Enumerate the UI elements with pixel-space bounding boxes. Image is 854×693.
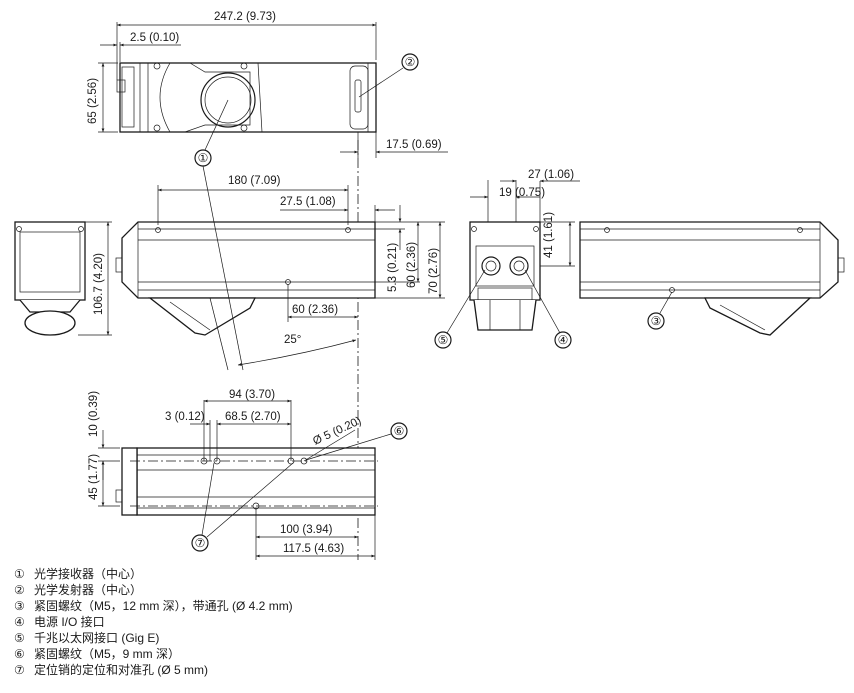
legend-text: 光学接收器（中心） <box>34 567 143 581</box>
legend-number: ④ <box>14 615 25 629</box>
legend-text: 千兆以太网接口 (Gig E) <box>34 631 160 645</box>
bottom-view: 94 (3.70) 3 (0.12) 68.5 (2.70) Ø 5 (0.20… <box>88 389 408 560</box>
side-view: 180 (7.09) 27.5 (1.08) 5.3 (0.21) 60 (2.… <box>115 165 445 371</box>
legend-item: ⑦ 定位销的定位和对准孔 (Ø 5 mm) <box>14 662 293 678</box>
legend-number: ② <box>14 583 25 597</box>
legend-item: ③ 紧固螺纹（M5，12 mm 深），带通孔 (Ø 4.2 mm) <box>14 598 293 614</box>
dim-left-offset: 2.5 (0.10) <box>130 32 179 44</box>
dim-bottom-117-5: 117.5 (4.63) <box>283 543 344 555</box>
dim-bottom-68-5: 68.5 (2.70) <box>225 411 281 423</box>
dim-emitter-position: 27.5 (1.08) <box>280 196 336 208</box>
dim-bottom-60: 60 (2.36) <box>292 304 338 316</box>
dim-top-height: 65 (2.56) <box>87 78 99 124</box>
side-view-right: ③ <box>579 221 845 336</box>
dim-bottom-10: 10 (0.39) <box>88 391 100 437</box>
dim-bottom-94: 94 (3.70) <box>229 389 275 401</box>
callout-3: ③ <box>651 314 662 328</box>
callout-7: ⑦ <box>195 536 206 550</box>
legend-number: ⑤ <box>14 631 25 645</box>
dim-angle: 25° <box>284 334 301 346</box>
callout-5: ⑤ <box>438 333 449 347</box>
dim-conn-27: 27 (1.06) <box>528 169 574 181</box>
dim-side-5-3: 5.3 (0.21) <box>387 243 399 292</box>
top-view: 247.2 (9.73) 2.5 (0.10) 65 (2.56) 17.5 (… <box>87 11 448 167</box>
dim-side-70: 70 (2.76) <box>428 248 440 294</box>
legend-number: ③ <box>14 599 25 613</box>
dim-conn-41: 41 (1.61) <box>543 212 555 258</box>
gige-connector <box>481 256 501 276</box>
dim-bottom-45: 45 (1.77) <box>88 454 100 500</box>
end-view-left: 106.7 (4.20) <box>14 221 112 336</box>
callout-1: ① <box>198 151 209 165</box>
legend-number: ⑥ <box>14 647 25 661</box>
callout-2: ② <box>405 55 416 69</box>
dim-side-60: 60 (2.36) <box>406 242 418 288</box>
callout-6: ⑥ <box>394 424 405 438</box>
legend-item: ⑥ 紧固螺纹（M5，9 mm 深） <box>14 646 293 662</box>
dim-overall-length: 247.2 (9.73) <box>214 11 276 23</box>
legend-text: 定位销的定位和对准孔 (Ø 5 mm) <box>34 663 208 677</box>
dim-bottom-100: 100 (3.94) <box>280 524 333 536</box>
callout-4: ④ <box>558 333 569 347</box>
dim-bottom-3: 3 (0.12) <box>165 411 205 423</box>
legend-item: ① 光学接收器（中心） <box>14 566 293 582</box>
legend-item: ② 光学发射器（中心） <box>14 582 293 598</box>
dim-receiver-position: 180 (7.09) <box>228 175 281 187</box>
dim-right-offset: 17.5 (0.69) <box>386 139 442 151</box>
legend-text: 紧固螺纹（M5，9 mm 深） <box>34 647 181 661</box>
legend-number: ① <box>14 567 25 581</box>
legend-text: 电源 I/O 接口 <box>34 615 105 629</box>
dim-conn-19: 19 (0.75) <box>499 187 545 199</box>
dim-bottom-dia5: Ø 5 (0.20) <box>311 415 363 448</box>
legend-item: ⑤ 千兆以太网接口 (Gig E) <box>14 630 293 646</box>
legend: ① 光学接收器（中心） ② 光学发射器（中心） ③ 紧固螺纹（M5，12 mm 深），… <box>14 566 293 678</box>
legend-text: 紧固螺纹（M5，12 mm 深），带通孔 (Ø 4.2 mm) <box>34 599 293 613</box>
end-view-connectors: 27 (1.06) 19 (0.75) 41 (1.61) ⑤ ④ <box>434 169 580 349</box>
legend-number: ⑦ <box>14 663 25 677</box>
legend-item: ④ 电源 I/O 接口 <box>14 614 293 630</box>
power-io-connector <box>509 256 529 276</box>
legend-text: 光学发射器（中心） <box>34 583 143 597</box>
dim-end-height: 106.7 (4.20) <box>93 253 105 315</box>
